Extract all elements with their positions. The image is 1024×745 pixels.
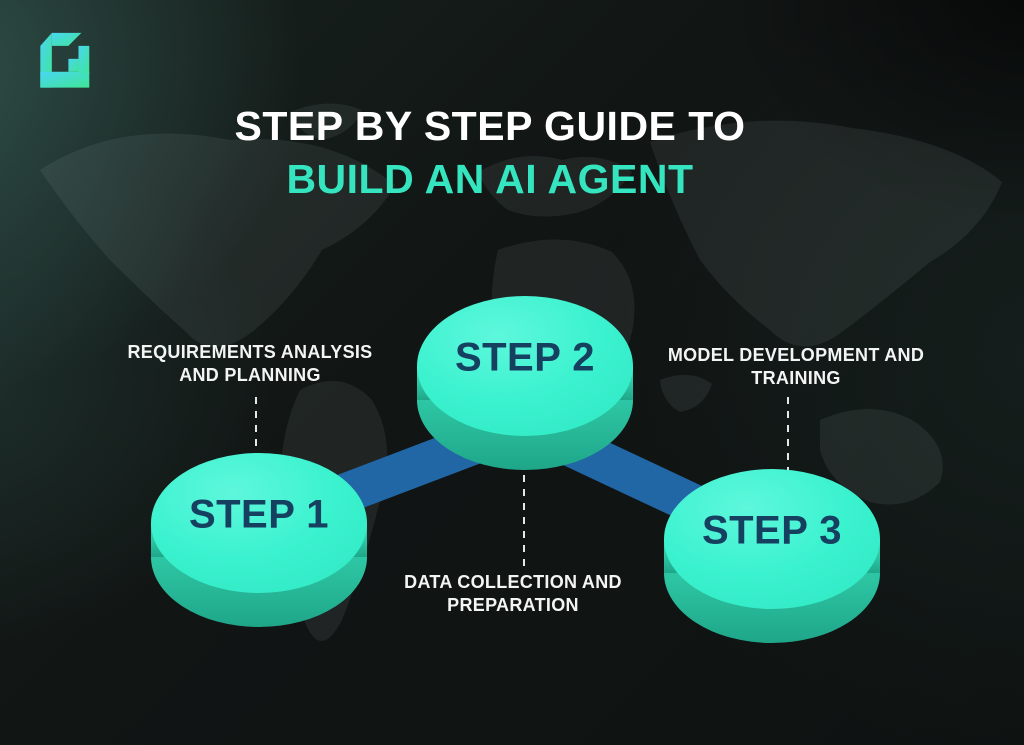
caption-step3: MODEL DEVELOPMENT AND TRAINING xyxy=(636,344,956,390)
dashed-line-step1 xyxy=(255,397,257,455)
step-1-disc: STEP 1 xyxy=(151,453,367,627)
caption-step2: DATA COLLECTION AND PREPARATION xyxy=(353,571,673,617)
dashed-line-step2 xyxy=(523,475,525,567)
step-3-label: STEP 3 xyxy=(701,508,843,553)
step-2-disc: STEP 2 xyxy=(417,296,633,470)
title-line-2: BUILD AN AI AGENT xyxy=(286,156,694,203)
caption-step2-line1: DATA COLLECTION AND xyxy=(404,572,622,592)
step-1-cylinder xyxy=(151,453,367,627)
step-1-label: STEP 1 xyxy=(188,492,330,537)
dashed-line-step3 xyxy=(787,397,789,471)
step-2-cylinder xyxy=(417,296,633,470)
title-line-1: STEP BY STEP GUIDE TO xyxy=(234,103,746,149)
caption-step2-line2: PREPARATION xyxy=(447,595,579,616)
caption-step1-line1: REQUIREMENTS ANALYSIS xyxy=(127,342,373,362)
caption-step3-line1: MODEL DEVELOPMENT AND xyxy=(667,345,925,365)
page-title: STEP BY STEP GUIDE TO BUILD AN AI AGENT xyxy=(0,103,980,203)
caption-step1: REQUIREMENTS ANALYSIS AND PLANNING xyxy=(90,341,410,387)
caption-step1-line2: AND PLANNING xyxy=(179,365,321,386)
step-2-label: STEP 2 xyxy=(454,335,596,380)
step-3-cylinder xyxy=(664,469,880,643)
step-3-disc: STEP 3 xyxy=(664,469,880,643)
brand-logo-icon xyxy=(40,32,90,88)
caption-step3-line2: TRAINING xyxy=(751,368,841,389)
